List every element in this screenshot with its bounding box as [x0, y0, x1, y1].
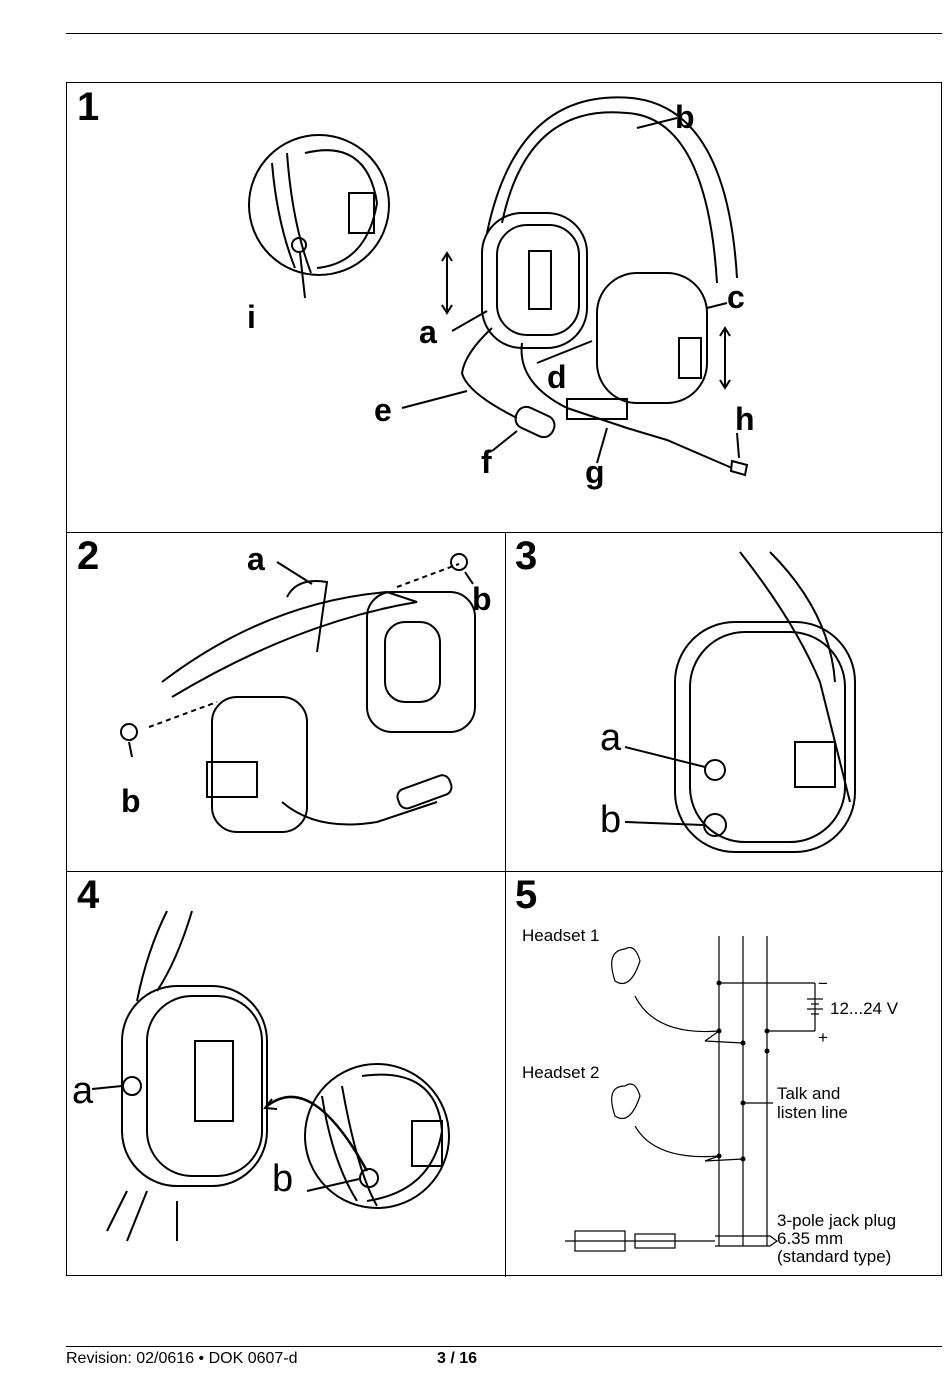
- figure-grid: 1: [66, 82, 943, 1277]
- footer-revision: Revision: 02/0616 • DOK 0607-d: [66, 1350, 298, 1367]
- headband-assembly-drawing: a b b: [120, 541, 492, 833]
- panel-number: 1: [77, 85, 100, 129]
- panel-number: 4: [77, 873, 100, 917]
- minus-label: −: [818, 974, 828, 993]
- mic-switch-drawing: a b: [72, 910, 450, 1242]
- label-c: c: [727, 279, 745, 315]
- label-f: f: [481, 444, 492, 480]
- label-a: a: [419, 314, 437, 350]
- talk-listen-label-1: Talk and: [777, 1084, 840, 1103]
- panel-number: 5: [515, 873, 538, 917]
- panel-1: 1: [67, 83, 943, 533]
- label-a: a: [72, 1070, 94, 1112]
- label-d: d: [547, 359, 567, 395]
- jack-plug-label-2: 6.35 mm: [777, 1229, 843, 1248]
- headset-2-label: Headset 2: [522, 1063, 600, 1082]
- label-b-left: b: [121, 783, 141, 819]
- label-i: i: [247, 299, 256, 335]
- label-b: b: [600, 799, 621, 841]
- panel-3: 3 a b: [505, 532, 943, 872]
- label-a: a: [247, 541, 265, 577]
- plus-label: +: [818, 1028, 828, 1047]
- label-a: a: [600, 717, 622, 759]
- headset-1-label: Headset 1: [522, 926, 600, 945]
- label-h: h: [735, 401, 755, 437]
- volume-knob-drawing: a b: [600, 551, 856, 853]
- headset-overview-drawing: i a b c d e f g h: [247, 96, 755, 490]
- panel-4: 4 a b: [67, 871, 506, 1277]
- wiring-diagram: Headset 1 Headset 2 12...24 V − + Talk a…: [522, 926, 899, 1266]
- label-g: g: [585, 454, 605, 490]
- label-b: b: [675, 99, 695, 135]
- panel-2: 2 a b b: [67, 532, 506, 872]
- bottom-rule: [66, 1346, 942, 1347]
- label-b-right: b: [472, 581, 492, 617]
- panel-number: 3: [515, 534, 538, 578]
- panel-number: 2: [77, 534, 100, 578]
- jack-plug-label-1: 3-pole jack plug: [777, 1211, 896, 1230]
- label-e: e: [374, 392, 392, 428]
- jack-plug-label-3: (standard type): [777, 1247, 891, 1266]
- label-b: b: [272, 1158, 293, 1200]
- talk-listen-label-2: listen line: [777, 1103, 848, 1122]
- top-rule: [66, 33, 942, 34]
- voltage-label: 12...24 V: [830, 999, 899, 1018]
- panel-5: 5: [505, 871, 943, 1277]
- footer-page-number: 3 / 16: [437, 1350, 478, 1367]
